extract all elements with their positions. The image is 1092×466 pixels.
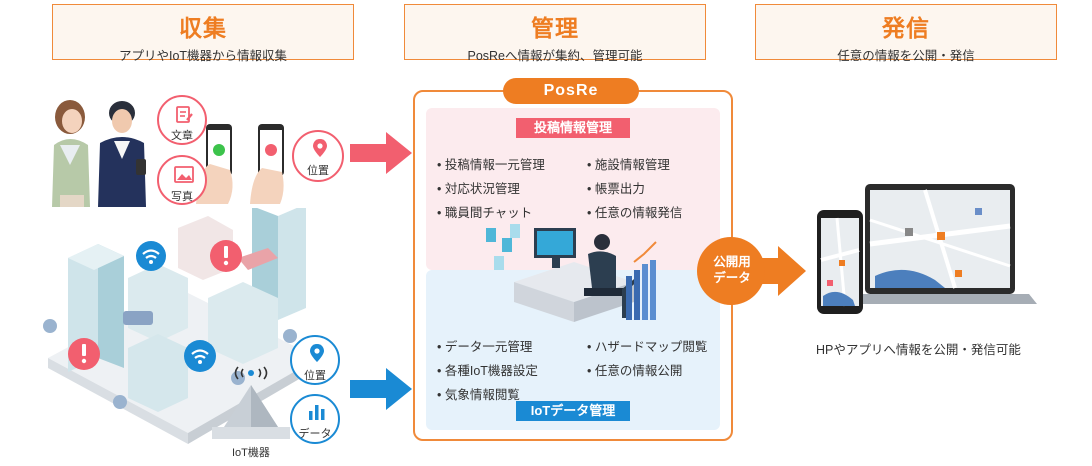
iot-item: 任意の情報公開 (587, 360, 683, 379)
post-item: 投稿情報一元管理 (437, 154, 545, 173)
header-manage: 管理 PosReへ情報が集約、管理可能 (404, 4, 706, 63)
posre-title: PosRe (503, 78, 639, 104)
publish-arrow-label: 公開用データ (713, 255, 751, 285)
publish-arrow-icon (697, 237, 806, 305)
people-illustration (52, 100, 146, 207)
arrow-right-icon (350, 132, 412, 174)
header-title: 発信 (882, 15, 930, 41)
header-subtitle: PosReへ情報が集約、管理可能 (467, 49, 643, 63)
post-item: 施設情報管理 (587, 154, 670, 173)
map-pin-icon (310, 344, 324, 362)
post-item: 任意の情報発信 (587, 202, 683, 221)
document-label: 文章 (171, 130, 193, 142)
data-label: データ (298, 428, 332, 440)
photo-icon (174, 166, 194, 183)
location-badge-top: 位置 (292, 130, 344, 182)
header-title: 収集 (179, 15, 227, 41)
iot-caption: IoT機器 (232, 447, 270, 459)
iot-item: データ一元管理 (437, 336, 533, 355)
devices-illustration (817, 184, 1037, 314)
iot-item: ハザードマップ閲覧 (587, 336, 708, 355)
header-publish: 発信 任意の情報を公開・発信 (755, 4, 1057, 63)
iot-item: 各種IoT機器設定 (437, 360, 538, 379)
location-label: 位置 (307, 165, 329, 177)
iot-section-label: IoTデータ管理 (516, 401, 630, 421)
header-collect: 収集 アプリやIoT機器から情報収集 (52, 4, 354, 63)
post-section-label: 投稿情報管理 (516, 118, 630, 138)
header-title: 管理 (531, 15, 579, 41)
iot-device-icon (212, 366, 290, 439)
location-label: 位置 (304, 370, 326, 382)
arrow-right-icon (350, 368, 412, 410)
publish-caption: HPやアプリへ情報を公開・発信可能 (816, 343, 1021, 357)
post-item: 帳票出力 (587, 178, 645, 197)
map-pin-icon (313, 139, 327, 157)
header-subtitle: 任意の情報を公開・発信 (837, 49, 975, 63)
post-item: 職員間チャット (437, 202, 532, 221)
photo-label: 写真 (171, 191, 193, 203)
header-subtitle: アプリやIoT機器から情報収集 (118, 49, 288, 63)
document-icon (176, 106, 193, 123)
post-item: 対応状況管理 (437, 178, 520, 197)
iot-item: 気象情報閲覧 (437, 384, 520, 403)
location-badge-iot: 位置 (290, 335, 340, 385)
document-badge: 文章 (157, 95, 207, 145)
operator-illustration (486, 224, 657, 322)
bar-chart-icon (309, 405, 325, 420)
phones-illustration (196, 124, 284, 204)
data-badge-iot: データ (290, 394, 340, 444)
photo-badge: 写真 (157, 155, 207, 205)
